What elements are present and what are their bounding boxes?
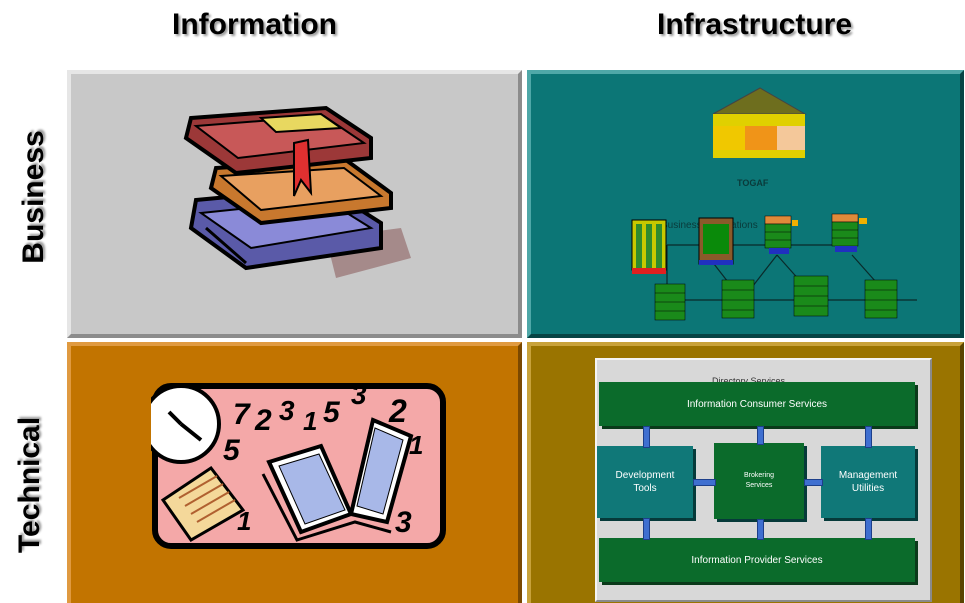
row-header-technical: Technical: [13, 416, 46, 554]
quadrant-business-information: [67, 70, 522, 338]
number-3b: 3: [351, 382, 367, 410]
management-utilities: Management Utilities: [821, 446, 915, 518]
number-5a: 5: [323, 396, 341, 429]
number-1c: 1: [237, 506, 251, 536]
brokering-services: Brokering Services: [714, 443, 804, 519]
number-3a: 3: [279, 395, 295, 426]
number-2b: 2: [388, 393, 407, 429]
quadrant-business-infrastructure: TOGAF Business Applications: [527, 70, 964, 338]
row-header-business: Business: [17, 130, 50, 264]
number-7: 7: [233, 398, 251, 431]
clock-numbers-book-clipart: 7 2 3 1 5 3 2 5 1 1 3: [151, 382, 446, 549]
number-5b: 5: [223, 434, 241, 467]
column-header-infrastructure: Infrastructure: [657, 8, 853, 41]
development-tools: Development Tools: [597, 446, 693, 518]
connector-broker-mgmt: [804, 479, 823, 486]
connector-dev-provider: [643, 518, 650, 540]
information-consumer-services: Information Consumer Services: [599, 382, 915, 426]
number-1a: 1: [303, 406, 317, 436]
connector-mgmt-consumer: [865, 426, 872, 448]
connector-dev-broker: [693, 479, 716, 486]
togaf-label: TOGAF: [737, 178, 769, 188]
connector-mgmt-provider: [865, 518, 872, 540]
number-2: 2: [254, 404, 272, 437]
connector-dev-consumer: [643, 426, 650, 448]
column-header-information: Information: [172, 8, 337, 41]
directory-services-label: Directory Services: [712, 376, 786, 386]
quadrant-technical-infrastructure: Directory Services Information Consumer …: [527, 342, 964, 603]
connector-broker-provider: [757, 519, 764, 540]
books-clipart: [183, 105, 411, 278]
information-provider-services: Information Provider Services: [599, 538, 915, 582]
number-3c: 3: [395, 506, 412, 539]
quadrant-technical-information: 7 2 3 1 5 3 2 5 1 1 3: [67, 342, 522, 603]
togaf-building-icon: [712, 87, 807, 158]
application-network-diagram: [631, 213, 917, 321]
connector-broker-consumer: [757, 426, 764, 445]
